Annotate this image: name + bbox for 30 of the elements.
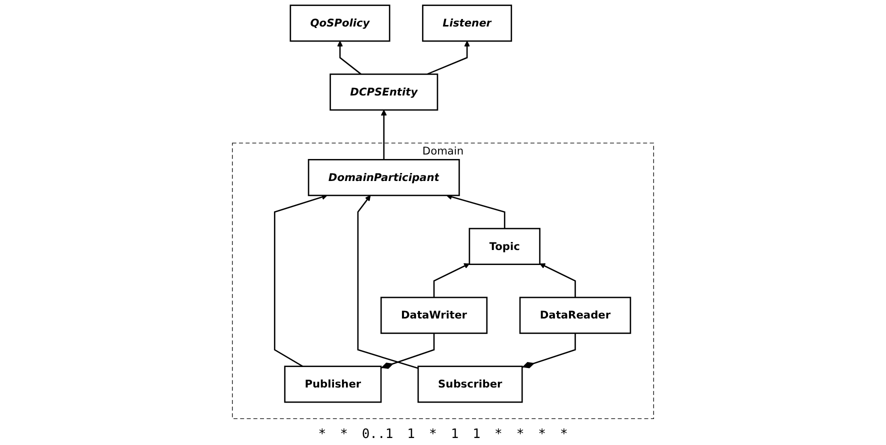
- node-box: Topic: [468, 228, 540, 265]
- connector: [522, 333, 576, 368]
- arrow: [426, 40, 470, 75]
- multiplicity-label: 1: [407, 427, 415, 442]
- multiplicity-label: *: [429, 427, 437, 442]
- arrow: [380, 110, 387, 160]
- multiplicity-label: *: [538, 427, 546, 442]
- multiplicity-label: 1: [450, 427, 459, 442]
- node-box: Subscriber: [417, 366, 523, 403]
- multiplicity-label: *: [494, 427, 502, 442]
- node-box: DataReader: [519, 296, 632, 334]
- node-box: Publisher: [284, 366, 382, 403]
- node-box: QoSPolicy: [290, 4, 390, 42]
- node-box: Listener: [422, 4, 512, 42]
- connector: [380, 333, 435, 369]
- multiplicity-label: *: [516, 427, 524, 442]
- multiplicity-label: 1: [472, 427, 480, 442]
- arrow: [357, 195, 418, 369]
- multiplicity-label: *: [560, 427, 568, 442]
- arrow: [446, 194, 506, 229]
- arrow: [337, 40, 362, 75]
- arrow: [540, 263, 576, 298]
- arrow: [274, 194, 328, 367]
- node-box: DataWriter: [380, 296, 488, 334]
- arrow: [433, 263, 470, 298]
- node-box: DCPSEntity: [330, 74, 438, 111]
- multiplicity-label: *: [318, 427, 326, 442]
- node-box: DomainParticipant: [308, 159, 460, 196]
- multiplicity-label: 0..1: [362, 427, 394, 442]
- multiplicity-label: *: [340, 427, 348, 442]
